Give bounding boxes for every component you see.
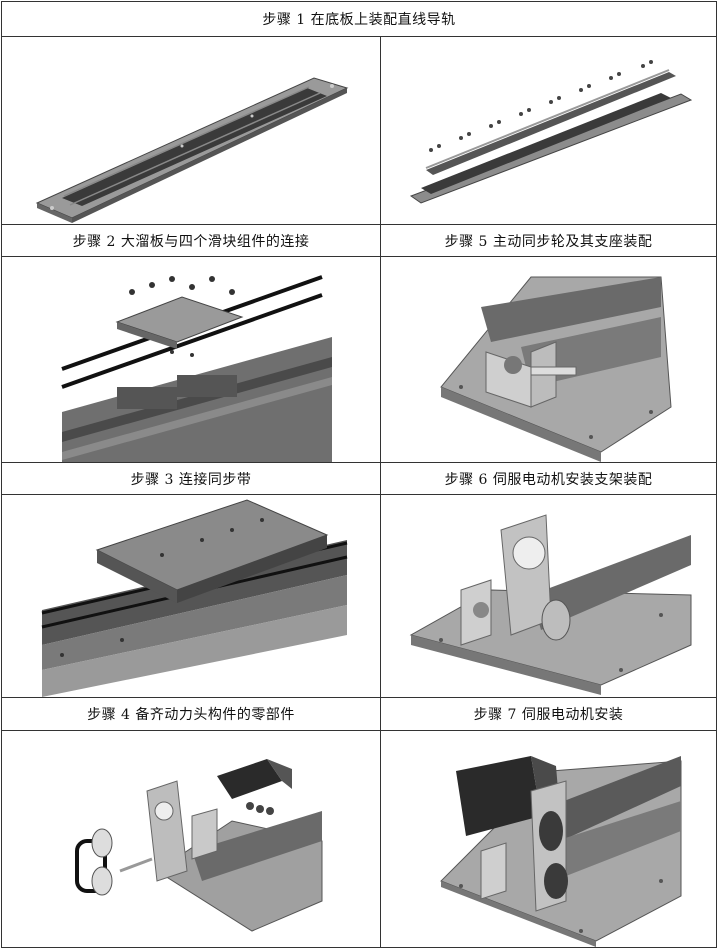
step2-image-carriage-blocks [2, 257, 380, 462]
step6-image-motor-bracket [381, 495, 716, 697]
row-divider [2, 256, 716, 257]
caption-step5: 步骤 5 主动同步轮及其支座装配 [444, 233, 653, 250]
row-divider [2, 730, 716, 731]
step4-image-parts-exploded [2, 731, 380, 947]
table-title: 步骤 1 在底板上装配直线导轨 [2, 2, 716, 37]
caption-step4: 步骤 4 备齐动力头构件的零部件 [87, 707, 295, 723]
step7-image-servo-motor [381, 731, 716, 947]
row-divider [2, 224, 716, 225]
step1-image-rails-screws [381, 38, 716, 224]
column-divider [380, 37, 381, 947]
step5-image-drive-pulley [381, 257, 716, 462]
step3-image-timing-belt [2, 495, 380, 697]
caption-step2: 步骤 2 大溜板与四个滑块组件的连接 [72, 233, 310, 250]
caption-step6: 步骤 6 伺服电动机安装支架装配 [444, 471, 653, 488]
caption-step7: 步骤 7 伺服电动机安装 [473, 707, 624, 723]
row-divider [2, 697, 716, 698]
step1-image-base-plate [2, 38, 380, 224]
row-divider [2, 494, 716, 495]
row-divider [2, 462, 716, 463]
caption-step3: 步骤 3 连接同步带 [130, 471, 252, 488]
